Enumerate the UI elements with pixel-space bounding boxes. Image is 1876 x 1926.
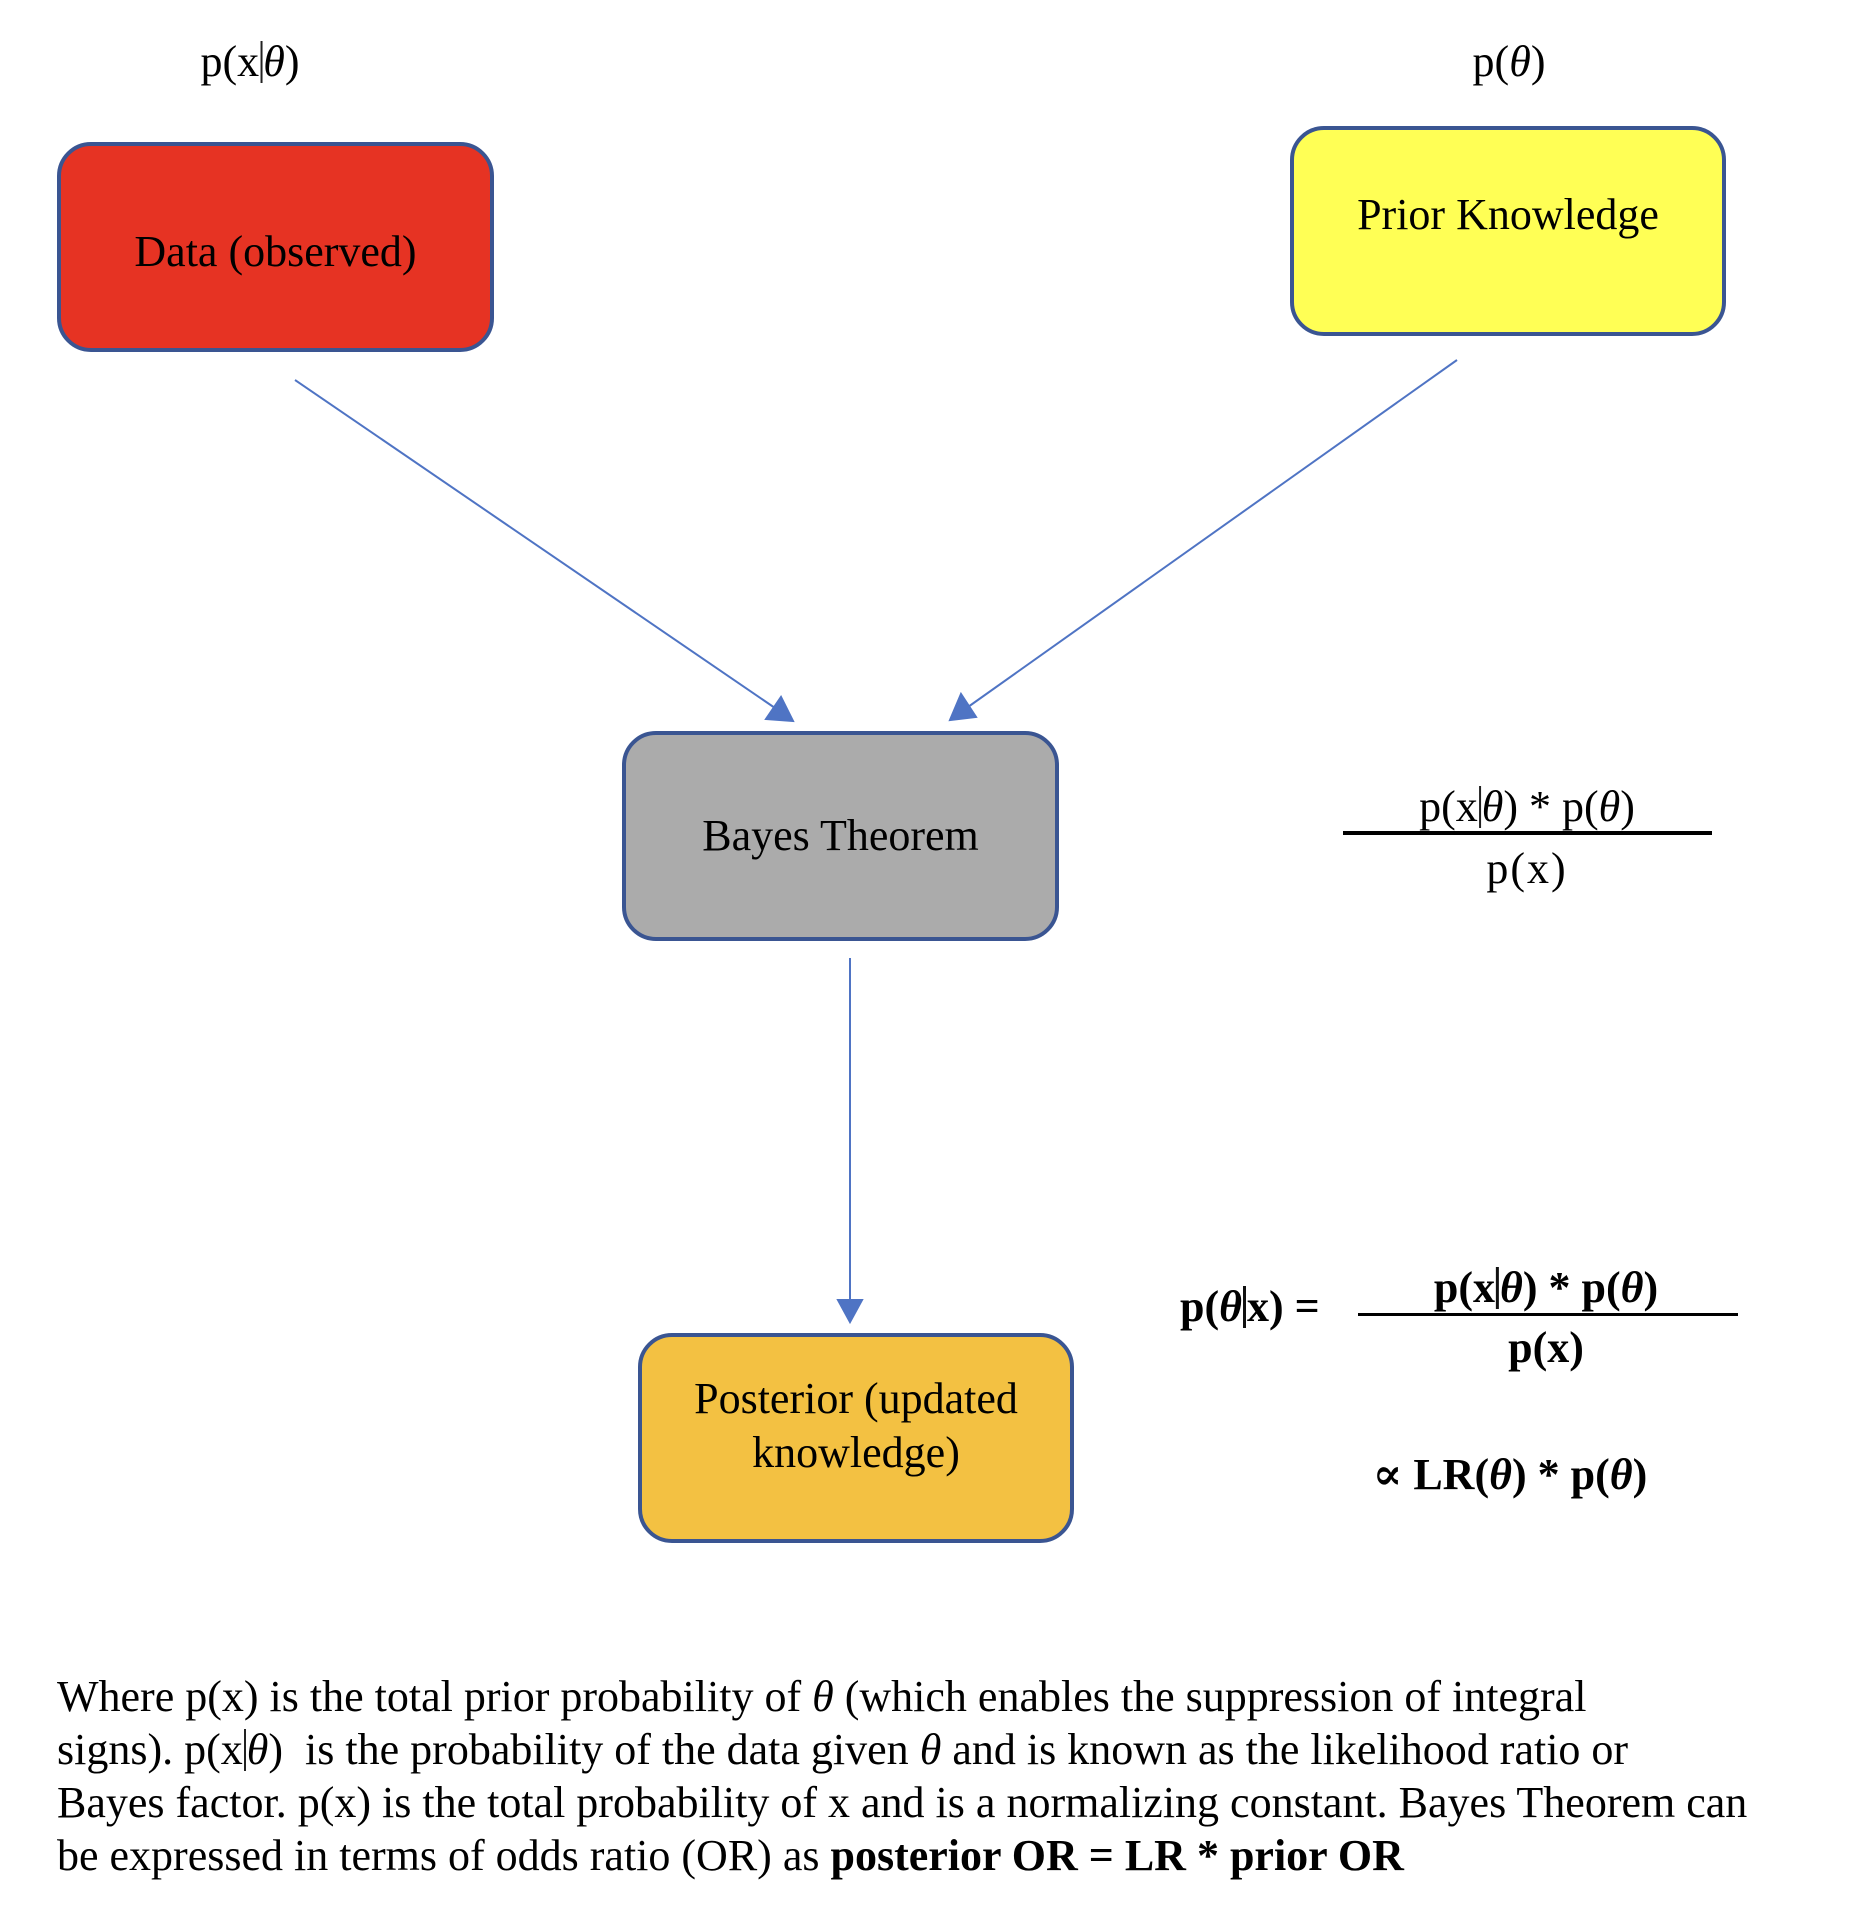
prior-knowledge-node: Prior Knowledge (1290, 126, 1726, 336)
prior-label-close: ) (1530, 37, 1546, 86)
arrowhead-icon (836, 1299, 864, 1325)
numerator-part: p(x (1419, 782, 1478, 831)
theta-symbol: θ (812, 1672, 834, 1721)
simple-formula-denominator: p(x) (1486, 847, 1567, 891)
numerator-part: ) * p( (1503, 782, 1599, 831)
theta-symbol: θ (1500, 1263, 1523, 1312)
given-bar (1478, 785, 1481, 828)
explanation-paragraph: Where p(x) is the total prior probabilit… (57, 1670, 1847, 1882)
theta-symbol: θ (1509, 37, 1531, 86)
text-run: and is known as the likelihood ratio or (941, 1725, 1629, 1774)
text-run: (which enables the suppression of integr… (833, 1672, 1587, 1721)
denominator-text: p(x) (1508, 1323, 1584, 1372)
edge-prior-to-bayes (967, 359, 1458, 708)
theta-symbol: θ (1609, 1450, 1633, 1499)
odds-ratio-formula: posterior OR = LR * prior OR (830, 1831, 1404, 1880)
numerator-part: ) (1620, 782, 1635, 831)
given-bar (243, 1728, 246, 1771)
proportional-part: ∝ LR( (1372, 1450, 1490, 1499)
denominator-text: p(x) (1486, 844, 1568, 893)
theta-symbol: θ (1598, 782, 1621, 831)
text-run: be expressed in terms of odds ratio (OR)… (57, 1831, 831, 1880)
arrowhead-icon (948, 691, 978, 722)
explanation-line-1: Where p(x) is the total prior probabilit… (57, 1670, 1847, 1723)
likelihood-label-close: ) (284, 37, 300, 86)
proportional-part: ) (1632, 1450, 1648, 1499)
given-bar (260, 40, 263, 83)
text-run: signs). p(x (57, 1725, 243, 1774)
data-node-label: Data (observed) (134, 227, 417, 277)
simple-formula-numerator: p(xθ) * p(θ) (1419, 785, 1635, 829)
prior-node-label: Prior Knowledge (1357, 190, 1659, 240)
explanation-line-3: Bayes factor. p(x) is the total probabil… (57, 1778, 1748, 1827)
theta-symbol: θ (246, 1725, 269, 1774)
explanation-line-4: be expressed in terms of odds ratio (OR)… (57, 1829, 1847, 1882)
proportional-part: ) * p( (1511, 1450, 1610, 1499)
theta-symbol: θ (1620, 1263, 1644, 1312)
lhs-part: p( (1180, 1282, 1220, 1331)
full-formula-fraction-line (1358, 1313, 1738, 1316)
numerator-part: p(x (1433, 1263, 1495, 1312)
posterior-node-label: Posterior (updated knowledge) (694, 1374, 1018, 1485)
likelihood-label: p(xθ) (201, 40, 300, 84)
posterior-node: Posterior (updated knowledge) (638, 1333, 1074, 1543)
data-observed-node: Data (observed) (57, 142, 494, 352)
bayes-theorem-node: Bayes Theorem (622, 731, 1059, 941)
edge-data-to-bayes (294, 379, 776, 709)
theta-symbol: θ (919, 1725, 942, 1774)
bayes-node-label: Bayes Theorem (702, 811, 979, 861)
given-bar (1242, 1285, 1246, 1328)
posterior-label-line2: knowledge) (752, 1428, 960, 1477)
numerator-part: ) * p( (1522, 1263, 1621, 1312)
lhs-part: x) = (1246, 1282, 1320, 1331)
theta-symbol: θ (1481, 782, 1504, 831)
given-bar (1496, 1266, 1499, 1309)
proportional-formula: ∝ LR(θ) * p(θ) (1373, 1453, 1647, 1497)
explanation-line-2: signs). p(xθ) is the probability of the … (57, 1723, 1847, 1776)
simple-formula-fraction-line (1343, 831, 1712, 835)
prior-label-text: p( (1472, 37, 1510, 86)
theta-symbol: θ (1219, 1282, 1242, 1331)
arrowhead-icon (764, 695, 795, 723)
text-run: Where p(x) is the total prior probabilit… (57, 1672, 813, 1721)
prior-label: p(θ) (1473, 40, 1546, 84)
likelihood-label-text: p(x (200, 37, 260, 86)
full-formula-denominator: p(x) (1508, 1326, 1584, 1370)
theta-symbol: θ (1489, 1450, 1512, 1499)
numerator-part: ) (1643, 1263, 1659, 1312)
text-run: ) is the probability of the data given (268, 1725, 920, 1774)
theta-symbol: θ (263, 37, 285, 86)
posterior-label-line1: Posterior (updated (694, 1374, 1018, 1424)
